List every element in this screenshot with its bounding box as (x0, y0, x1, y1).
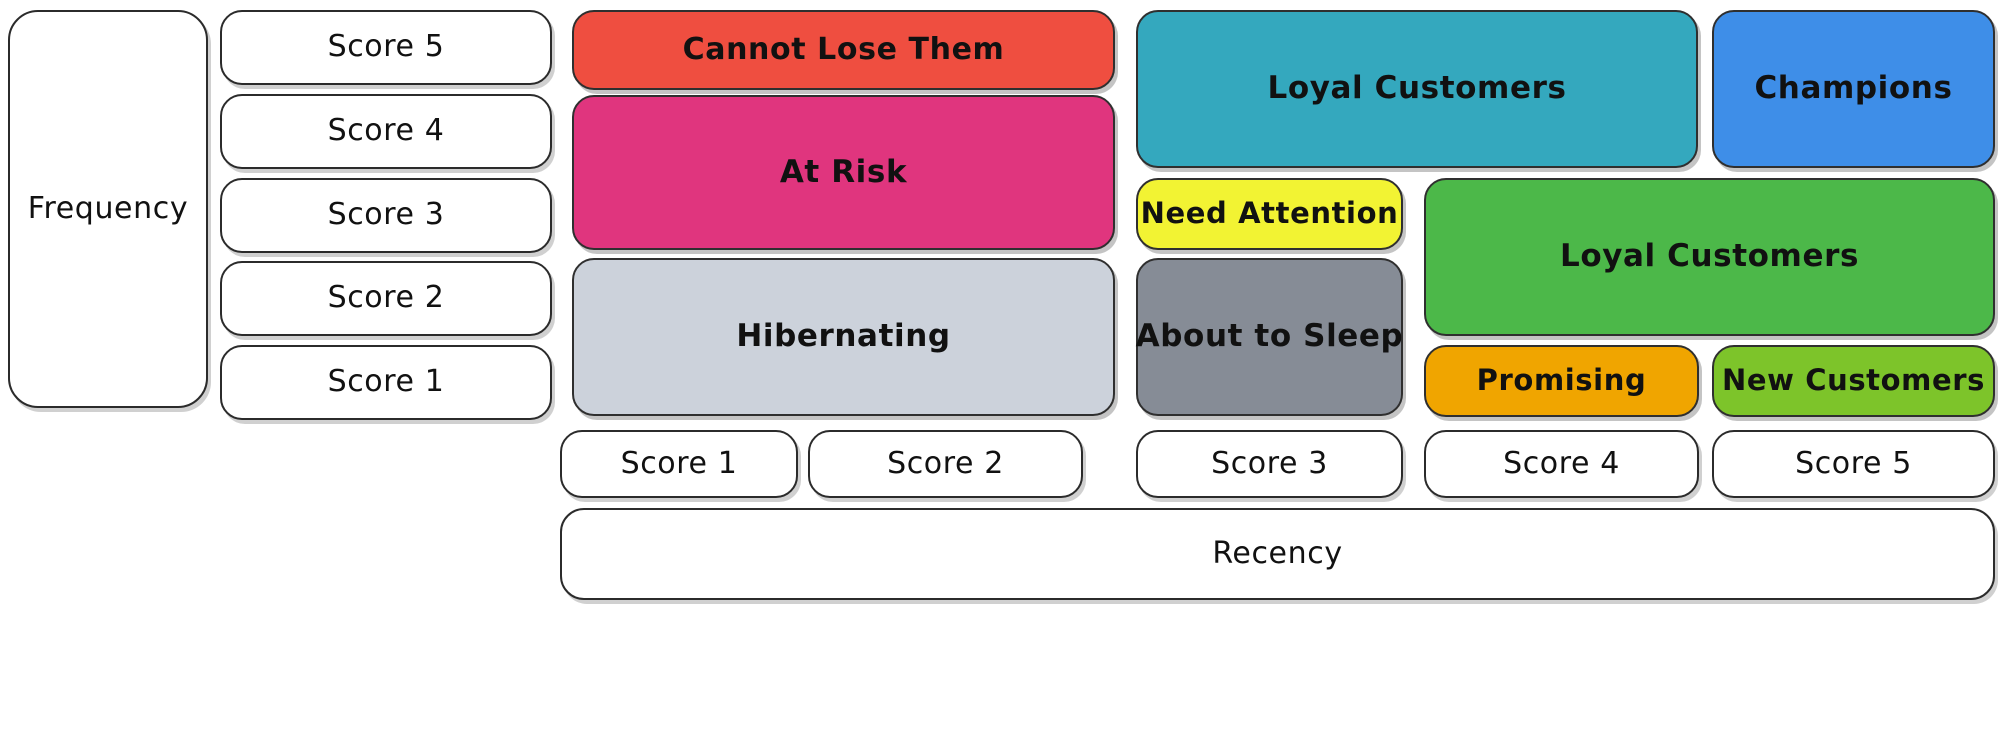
recency-score-3-label: Score 3 (1211, 445, 1328, 481)
segment-cannot-lose-them[interactable]: Cannot Lose Them (572, 10, 1115, 90)
frequency-score-5[interactable]: Score 5 (220, 10, 552, 85)
recency-score-2-label: Score 2 (887, 445, 1004, 481)
segment-loyal-customers-green-label: Loyal Customers (1559, 238, 1860, 275)
segment-at-risk[interactable]: At Risk (572, 95, 1115, 250)
segment-loyal-customers-teal-label: Loyal Customers (1267, 70, 1567, 107)
segment-about-to-sleep-label: About to Sleep (1135, 318, 1404, 355)
recency-score-5[interactable]: Score 5 (1712, 430, 1995, 498)
frequency-score-3-label: Score 3 (327, 197, 445, 233)
recency-axis-label: Recency (1212, 535, 1343, 571)
segment-champions-label: Champions (1754, 70, 1953, 107)
recency-score-4[interactable]: Score 4 (1424, 430, 1699, 498)
segment-loyal-customers-teal[interactable]: Loyal Customers (1136, 10, 1698, 168)
recency-score-3[interactable]: Score 3 (1136, 430, 1403, 498)
frequency-score-2[interactable]: Score 2 (220, 261, 552, 336)
segment-new-customers-label: New Customers (1721, 363, 1986, 398)
segment-need-attention[interactable]: Need Attention (1136, 178, 1403, 250)
segment-promising-label: Promising (1476, 363, 1647, 398)
recency-score-2[interactable]: Score 2 (808, 430, 1083, 498)
frequency-score-3[interactable]: Score 3 (220, 178, 552, 253)
frequency-score-5-label: Score 5 (327, 29, 445, 65)
segment-loyal-customers-green[interactable]: Loyal Customers (1424, 178, 1995, 336)
frequency-axis-label: Frequency (27, 190, 189, 226)
segment-champions[interactable]: Champions (1712, 10, 1995, 168)
recency-score-4-label: Score 4 (1503, 445, 1620, 481)
segment-cannot-lose-them-label: Cannot Lose Them (682, 31, 1005, 67)
recency-score-1-label: Score 1 (620, 445, 738, 481)
recency-score-5-label: Score 5 (1795, 445, 1912, 481)
frequency-score-4[interactable]: Score 4 (220, 94, 552, 169)
frequency-score-2-label: Score 2 (327, 280, 445, 316)
frequency-axis-box: Frequency (8, 10, 208, 408)
segment-about-to-sleep[interactable]: About to Sleep (1136, 258, 1403, 416)
segment-hibernating[interactable]: Hibernating (572, 258, 1115, 416)
frequency-score-1-label: Score 1 (327, 364, 445, 400)
recency-axis-box: Recency (560, 508, 1995, 600)
frequency-score-4-label: Score 4 (327, 113, 445, 149)
segment-hibernating-label: Hibernating (736, 318, 951, 355)
segment-promising[interactable]: Promising (1424, 345, 1699, 417)
segment-need-attention-label: Need Attention (1140, 196, 1399, 231)
segment-at-risk-label: At Risk (779, 153, 908, 190)
recency-score-1[interactable]: Score 1 (560, 430, 798, 498)
frequency-score-1[interactable]: Score 1 (220, 345, 552, 420)
segment-new-customers[interactable]: New Customers (1712, 345, 1995, 417)
